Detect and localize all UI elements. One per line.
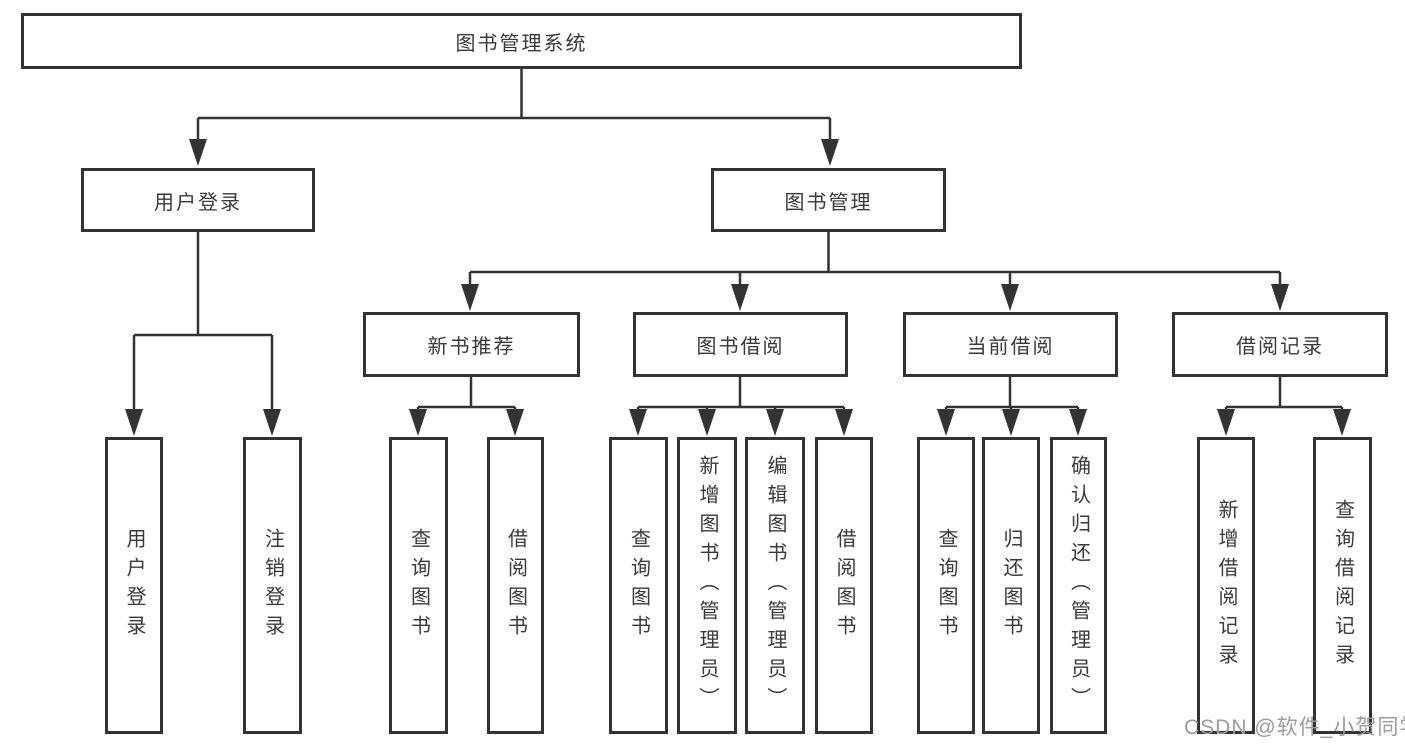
node-borrow-record: 借阅记录	[1172, 312, 1388, 377]
arrow-icon	[1271, 284, 1289, 311]
arrow-icon	[1002, 409, 1020, 436]
arrow-icon	[409, 409, 427, 436]
leaf-cb-return-book-label: 归还图书	[1000, 527, 1022, 644]
leaf-bb-query-book-label: 查询图书	[627, 527, 650, 644]
node-borrow-record-label: 借阅记录	[1236, 336, 1324, 358]
leaf-bb-borrow-book-label: 借阅图书	[833, 527, 855, 644]
node-user-login: 用户登录	[81, 168, 315, 232]
arrow-icon	[1069, 409, 1087, 436]
leaf-cb-confirm-return: 确认归还（管理员）	[1050, 437, 1107, 734]
leaf-logout: 注销登录	[243, 437, 302, 734]
leaf-cb-query-book: 查询图书	[917, 437, 975, 734]
arrow-icon	[698, 409, 716, 436]
arrow-icon	[461, 284, 479, 311]
leaf-user-login-label: 用户登录	[123, 527, 145, 644]
node-book-management-label: 图书管理	[784, 191, 873, 214]
node-current-borrow-label: 当前借阅	[966, 336, 1055, 358]
leaf-rec-borrow-book-label: 借阅图书	[504, 527, 527, 644]
arrow-icon	[629, 409, 647, 436]
leaf-bb-edit-book-label: 编辑图书（管理员）	[764, 455, 786, 716]
arrow-icon	[189, 139, 207, 166]
leaf-br-query-record: 查询借阅记录	[1313, 437, 1372, 734]
leaf-cb-confirm-return-label: 确认归还（管理员）	[1067, 455, 1090, 716]
arrow-icon	[1001, 284, 1019, 311]
arrow-icon	[835, 409, 853, 436]
arrowheads	[125, 139, 1351, 436]
node-new-book-recommend: 新书推荐	[363, 312, 580, 377]
leaf-bb-add-book-label: 新增图书（管理员）	[696, 455, 718, 716]
arrow-icon	[1333, 409, 1351, 436]
arrow-icon	[1217, 409, 1235, 436]
leaf-bb-borrow-book: 借阅图书	[815, 437, 873, 734]
leaf-rec-query-book: 查询图书	[389, 437, 448, 734]
arrow-icon	[263, 409, 281, 436]
node-user-login-label: 用户登录	[154, 191, 242, 214]
node-book-borrow: 图书借阅	[633, 312, 848, 377]
leaf-rec-borrow-book: 借阅图书	[487, 437, 544, 734]
node-root: 图书管理系统	[21, 13, 1022, 69]
arrow-icon	[937, 409, 955, 436]
leaf-logout-label: 注销登录	[261, 527, 284, 644]
leaf-bb-query-book: 查询图书	[609, 437, 668, 734]
node-book-management: 图书管理	[711, 168, 946, 232]
arrow-icon	[125, 409, 143, 436]
node-new-book-recommend-label: 新书推荐	[427, 336, 516, 358]
leaf-br-query-record-label: 查询借阅记录	[1331, 498, 1354, 673]
leaf-bb-edit-book: 编辑图书（管理员）	[745, 437, 805, 734]
leaf-rec-query-book-label: 查询图书	[407, 527, 430, 644]
watermark: CSDN @软件_小贺同学	[1184, 716, 1405, 739]
arrow-icon	[731, 284, 749, 311]
leaf-bb-add-book: 新增图书（管理员）	[677, 437, 737, 734]
leaf-cb-query-book-label: 查询图书	[935, 527, 957, 644]
node-current-borrow: 当前借阅	[903, 312, 1118, 377]
leaf-user-login: 用户登录	[105, 437, 163, 734]
leaf-cb-return-book: 归还图书	[982, 437, 1040, 734]
leaf-br-add-record-label: 新增借阅记录	[1215, 498, 1237, 673]
node-root-label: 图书管理系统	[455, 32, 588, 55]
arrow-icon	[506, 409, 524, 436]
node-book-borrow-label: 图书借阅	[696, 336, 785, 358]
leaf-br-add-record: 新增借阅记录	[1197, 437, 1255, 734]
arrow-icon	[766, 409, 784, 436]
arrow-icon	[821, 139, 839, 166]
